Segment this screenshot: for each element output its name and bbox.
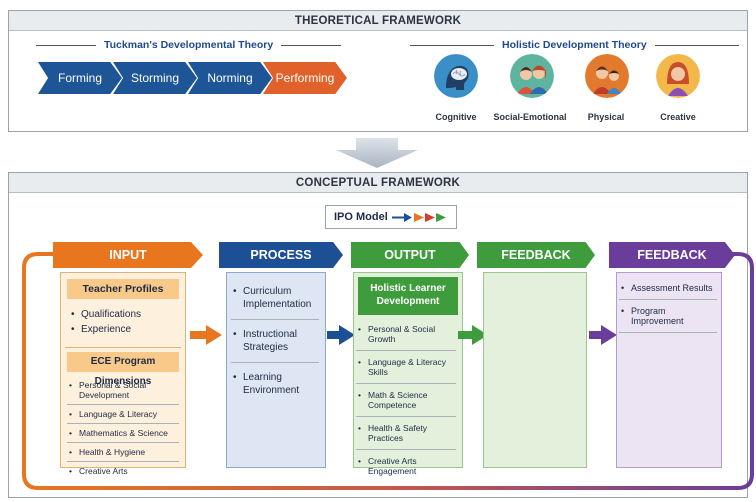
list-item: Language & Literacy xyxy=(67,405,179,424)
divider xyxy=(654,44,739,46)
feedback-loop xyxy=(22,252,754,490)
list-item: Mathematics & Science xyxy=(67,424,179,443)
input-column: Teacher Profiles Qualifications Experien… xyxy=(60,272,186,476)
stage-feedback-purple: FEEDBACK xyxy=(609,242,735,268)
down-arrow-icon xyxy=(336,138,418,168)
ipo-model-label: IPO Model xyxy=(334,211,388,223)
physical-icon xyxy=(585,54,629,98)
social-emotional-icon xyxy=(510,54,554,98)
stage-storming: Storming xyxy=(113,62,197,94)
holistic-title: Holistic Development Theory xyxy=(502,39,647,51)
list-item: Curriculum Implementation xyxy=(231,281,319,320)
list-item: Language & Literacy Skills xyxy=(356,351,456,384)
process-items-list: Curriculum Implementation Instructional … xyxy=(231,281,319,405)
list-item: Math & Science Competence xyxy=(356,384,456,417)
list-item: Learning Environment xyxy=(231,363,319,405)
ipo-arrows-icon xyxy=(392,213,446,222)
conceptual-framework-header: CONCEPTUAL FRAMEWORK xyxy=(9,173,747,193)
stage-performing: Performing xyxy=(263,62,347,94)
stage-feedback-green: FEEDBACK xyxy=(477,242,595,268)
output-title: Holistic Learner Development xyxy=(358,277,458,315)
stage-process: PROCESS xyxy=(219,242,343,268)
divider xyxy=(281,44,342,46)
list-item: Creative Arts Engagement xyxy=(356,450,456,482)
feedback-purple-column: Assessment Results Program Improvement xyxy=(616,272,722,468)
list-item: Qualifications xyxy=(69,307,185,322)
stage-norming: Norming xyxy=(188,62,272,94)
stage-input: INPUT xyxy=(53,242,203,268)
list-item: Personal & Social Development xyxy=(67,376,179,405)
label-physical: Physical xyxy=(587,112,625,122)
teacher-items-list: Qualifications Experience xyxy=(69,307,185,337)
output-items-list: Personal & Social Growth Language & Lite… xyxy=(356,319,456,482)
label-cognitive: Cognitive xyxy=(435,112,477,122)
divider xyxy=(410,44,494,46)
creative-icon xyxy=(656,54,700,98)
arrow-output-feedback-icon xyxy=(458,325,488,345)
divider xyxy=(36,44,96,46)
arrow-process-output-icon xyxy=(327,325,355,345)
teacher-profiles-title: Teacher Profiles xyxy=(67,279,179,299)
feedback-green-column xyxy=(483,272,587,468)
brain-icon xyxy=(434,54,478,98)
list-item: Instructional Strategies xyxy=(231,320,319,363)
theoretical-framework-header: THEORETICAL FRAMEWORK xyxy=(9,11,747,31)
tuckman-title: Tuckman's Developmental Theory xyxy=(104,39,274,51)
holistic-title-row: Holistic Development Theory xyxy=(410,39,739,51)
list-item: Creative Arts xyxy=(67,462,179,480)
process-column: Curriculum Implementation Instructional … xyxy=(226,272,326,468)
label-social-emotional: Social-Emotional xyxy=(493,112,567,122)
list-item: Health & Hygiene xyxy=(67,443,179,462)
list-item: Experience xyxy=(69,322,185,337)
ipo-model-box: IPO Model xyxy=(325,205,457,229)
ece-title: ECE Program Dimensions xyxy=(67,352,179,387)
arrow-feedback-icon xyxy=(589,325,617,345)
list-item: Program Improvement xyxy=(619,300,717,333)
stage-forming: Forming xyxy=(38,62,122,94)
list-item: Health & Safety Practices xyxy=(356,417,456,450)
list-item: Assessment Results xyxy=(619,279,717,300)
label-creative: Creative xyxy=(660,112,696,122)
arrow-input-process-icon xyxy=(190,325,222,345)
feedback-items-list: Assessment Results Program Improvement xyxy=(619,279,717,333)
output-column: Holistic Learner Development Personal & … xyxy=(353,272,463,476)
list-item: Personal & Social Growth xyxy=(356,319,456,351)
ece-items-list: Personal & Social Development Language &… xyxy=(67,376,179,480)
tuckman-title-row: Tuckman's Developmental Theory xyxy=(36,39,342,51)
stage-output: OUTPUT xyxy=(351,242,469,268)
